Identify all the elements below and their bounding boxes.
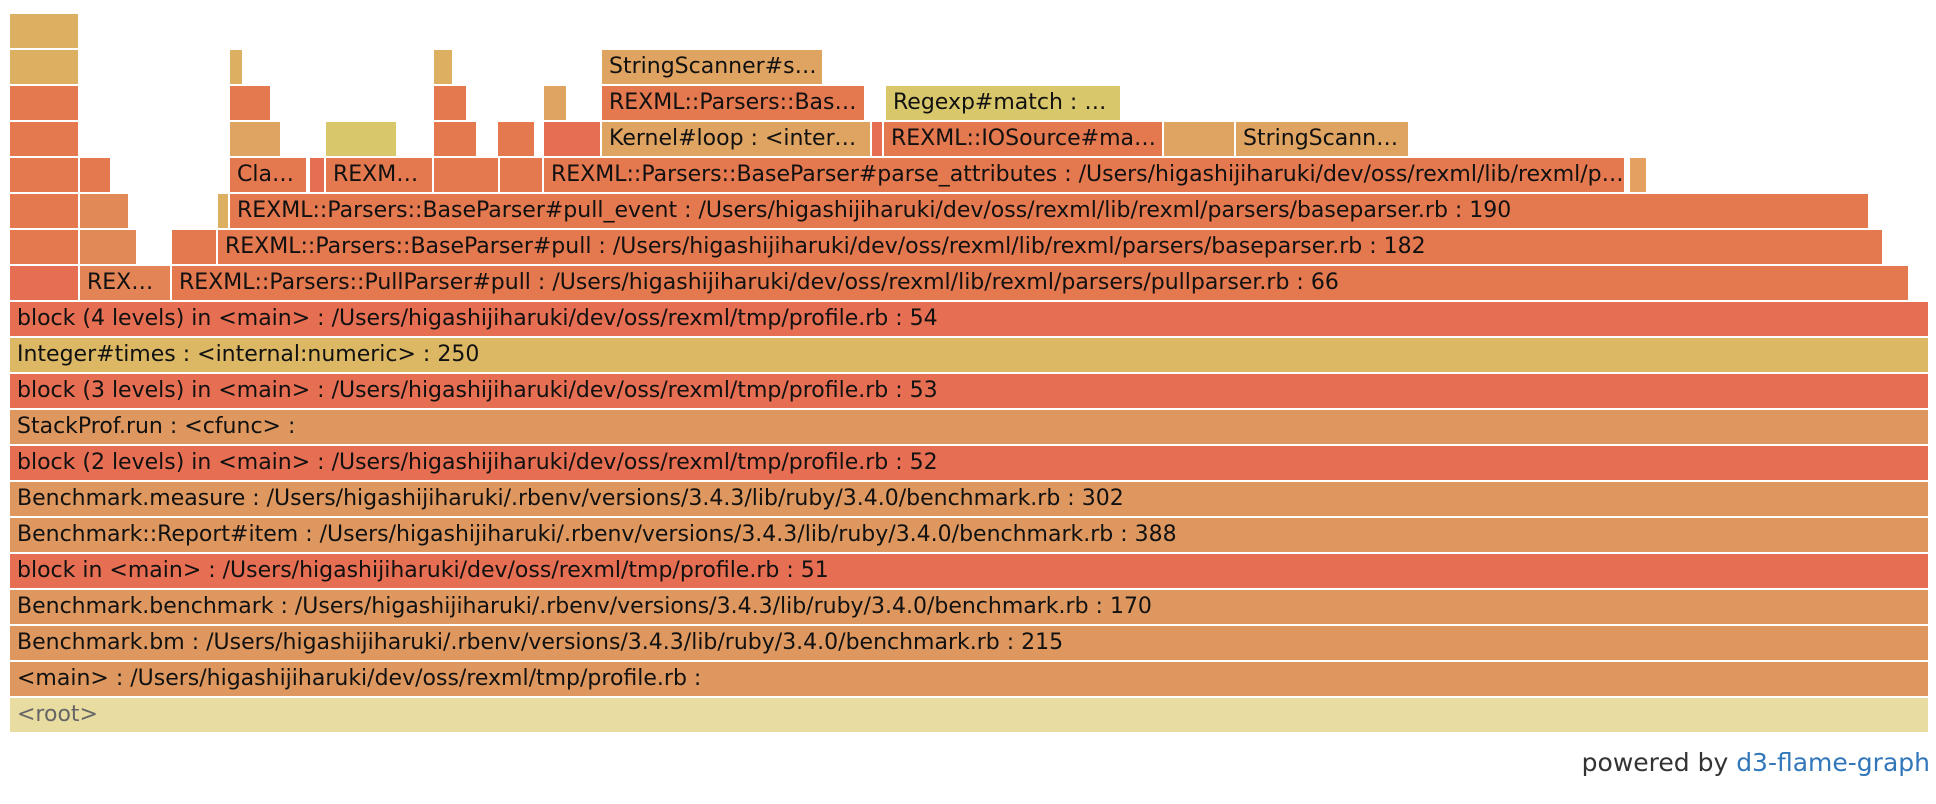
flame-frame[interactable]: [10, 50, 80, 86]
flame-frame[interactable]: [434, 50, 454, 86]
flame-frame[interactable]: [172, 230, 218, 266]
flame-frame[interactable]: [434, 158, 500, 194]
footer-credit: powered by d3-flame-graph: [1582, 748, 1930, 777]
flame-frame[interactable]: Benchmark.bm : /Users/higashijiharuki/.r…: [10, 626, 1930, 662]
flame-frame[interactable]: REXML::Parsers::PullParser#pull : /Users…: [172, 266, 1910, 302]
flame-frame[interactable]: REX…: [80, 266, 172, 302]
flame-frame[interactable]: [500, 158, 544, 194]
flame-frame[interactable]: [434, 86, 468, 122]
flame-frame[interactable]: [80, 158, 112, 194]
flame-frame[interactable]: [230, 50, 244, 86]
flame-frame[interactable]: [498, 122, 536, 158]
flame-frame[interactable]: REXML::Parsers::BaseParser#parse_attribu…: [544, 158, 1626, 194]
flame-frame[interactable]: [10, 14, 80, 50]
flame-frame[interactable]: REXML::Parsers::BaseParser#pull : /Users…: [218, 230, 1884, 266]
flame-frame[interactable]: StringScanner#scan : <cfunc> :: [1236, 122, 1410, 158]
flame-frame[interactable]: [10, 194, 80, 230]
flame-frame[interactable]: [326, 122, 398, 158]
flame-frame[interactable]: block (2 levels) in <main> : /Users/higa…: [10, 446, 1930, 482]
flame-frame[interactable]: [544, 86, 568, 122]
flame-frame[interactable]: [310, 158, 326, 194]
flame-frame[interactable]: Kernel#loop : <internal:kernel> : 168: [602, 122, 872, 158]
flame-frame[interactable]: [872, 122, 884, 158]
flame-frame[interactable]: [80, 194, 130, 230]
flame-frame[interactable]: Benchmark.measure : /Users/higashijiharu…: [10, 482, 1930, 518]
flame-frame[interactable]: REXML::Parsers::BaseParser#pull_event : …: [230, 194, 1870, 230]
flame-frame[interactable]: [230, 86, 272, 122]
flame-frame[interactable]: block (4 levels) in <main> : /Users/higa…: [10, 302, 1930, 338]
flame-frame[interactable]: Regexp#match : <cfunc> :: [886, 86, 1122, 122]
flame-frame-root[interactable]: <root>: [10, 698, 1930, 734]
flame-frame[interactable]: Cla…: [230, 158, 308, 194]
flame-frame[interactable]: [10, 266, 80, 302]
footer-prefix: powered by: [1581, 748, 1737, 777]
flame-frame[interactable]: REXM…: [326, 158, 434, 194]
flame-frame[interactable]: [1164, 122, 1236, 158]
flame-frame[interactable]: REXML::Parsers::BaseParser#pull_event : …: [602, 86, 866, 122]
flame-frame[interactable]: [1630, 158, 1648, 194]
flame-frame[interactable]: StringScanner#scan_until : <cfunc> :: [602, 50, 824, 86]
flame-frame[interactable]: [434, 122, 478, 158]
flame-frame[interactable]: StackProf.run : <cfunc> :: [10, 410, 1930, 446]
flame-frame[interactable]: [10, 122, 80, 158]
flame-frame[interactable]: block (3 levels) in <main> : /Users/higa…: [10, 374, 1930, 410]
flame-frame[interactable]: [10, 158, 80, 194]
d3-flame-graph-link[interactable]: d3-flame-graph: [1736, 748, 1930, 777]
flame-frame[interactable]: REXML::IOSource#match : /Users/higashiji…: [884, 122, 1164, 158]
flame-frame[interactable]: [10, 86, 80, 122]
flame-graph: <root><main> : /Users/higashijiharuki/de…: [10, 14, 1930, 734]
flame-frame[interactable]: <main> : /Users/higashijiharuki/dev/oss/…: [10, 662, 1930, 698]
flame-frame[interactable]: block in <main> : /Users/higashijiharuki…: [10, 554, 1930, 590]
flame-frame[interactable]: [544, 122, 602, 158]
flame-frame[interactable]: [10, 230, 80, 266]
flame-frame[interactable]: Integer#times : <internal:numeric> : 250: [10, 338, 1930, 374]
flame-frame[interactable]: [230, 122, 282, 158]
flame-frame[interactable]: [80, 230, 138, 266]
flame-frame[interactable]: Benchmark.benchmark : /Users/higashijiha…: [10, 590, 1930, 626]
flame-frame[interactable]: Benchmark::Report#item : /Users/higashij…: [10, 518, 1930, 554]
flame-frame[interactable]: [218, 194, 230, 230]
